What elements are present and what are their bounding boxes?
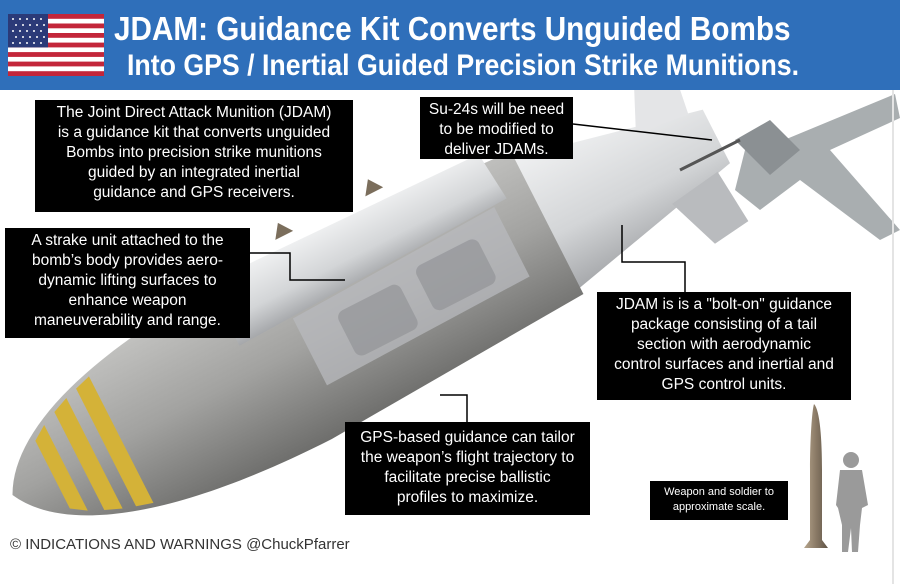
callout-line: enhance weapon <box>68 292 187 309</box>
callout-line: Su-24s will be need <box>428 101 565 118</box>
callout-line: control surfaces and inertial and <box>614 356 834 373</box>
intro-callout: The Joint Direct Attack Munition (JDAM) … <box>35 100 353 212</box>
callout-line: approximate scale. <box>672 501 766 513</box>
scale-callout: Weapon and soldier to approximate scale. <box>650 481 788 520</box>
leader-lines <box>250 123 713 422</box>
callout-line: deliver JDAMs. <box>444 141 549 158</box>
callout-line: The Joint Direct Attack Munition (JDAM) <box>56 104 332 121</box>
callout-line: guidance and GPS receivers. <box>93 184 295 201</box>
callout-line: GPS control units. <box>661 376 787 393</box>
su24-aircraft-image <box>679 94 900 240</box>
callout-line: A strake unit attached to the <box>31 232 224 249</box>
title-banner: JDAM: Guidance Kit Converts Unguided Bom… <box>0 0 900 90</box>
strake-callout: A strake unit attached to the bomb’s bod… <box>5 228 250 338</box>
callout-line: JDAM is is a "bolt-on" guidance <box>615 296 833 313</box>
us-flag-icon <box>8 14 104 76</box>
callout-line: to be modified to <box>439 121 554 138</box>
callout-line: section with aerodynamic <box>636 336 812 353</box>
callout-line: is a guidance kit that converts unguided <box>57 124 331 141</box>
callout-line: GPS-based guidance can tailor <box>360 429 575 446</box>
callout-line: bomb’s body provides aero- <box>32 252 223 269</box>
callout-line: dynamic lifting surfaces to <box>38 272 217 289</box>
callout-line: guided by an integrated inertial <box>88 164 300 181</box>
right-border <box>892 0 894 584</box>
callout-line: package consisting of a tail <box>630 316 818 333</box>
su24-callout: Su-24s will be need to be modified to de… <box>420 97 573 159</box>
callout-line: maneuverability and range. <box>34 312 221 329</box>
copyright-credit: © INDICATIONS AND WARNINGS @ChuckPfarrer <box>10 536 350 553</box>
bolt-on-callout: JDAM is is a "bolt-on" guidance package … <box>597 292 851 400</box>
title-line-1: JDAM: Guidance Kit Converts Unguided Bom… <box>114 10 791 47</box>
bomb-body <box>12 49 749 516</box>
title-line-2: Into GPS / Inertial Guided Precision Str… <box>127 49 800 82</box>
scale-weapon-image <box>804 404 828 548</box>
callout-line: profiles to maximize. <box>396 489 539 506</box>
callout-line: Weapon and soldier to <box>664 486 774 498</box>
callout-line: facilitate precise ballistic <box>384 469 551 486</box>
callout-line: Bombs into precision strike munitions <box>66 144 322 161</box>
soldier-silhouette <box>836 452 868 552</box>
gps-callout: GPS-based guidance can tailor the weapon… <box>345 422 590 515</box>
callout-line: the weapon’s flight trajectory to <box>360 449 575 466</box>
